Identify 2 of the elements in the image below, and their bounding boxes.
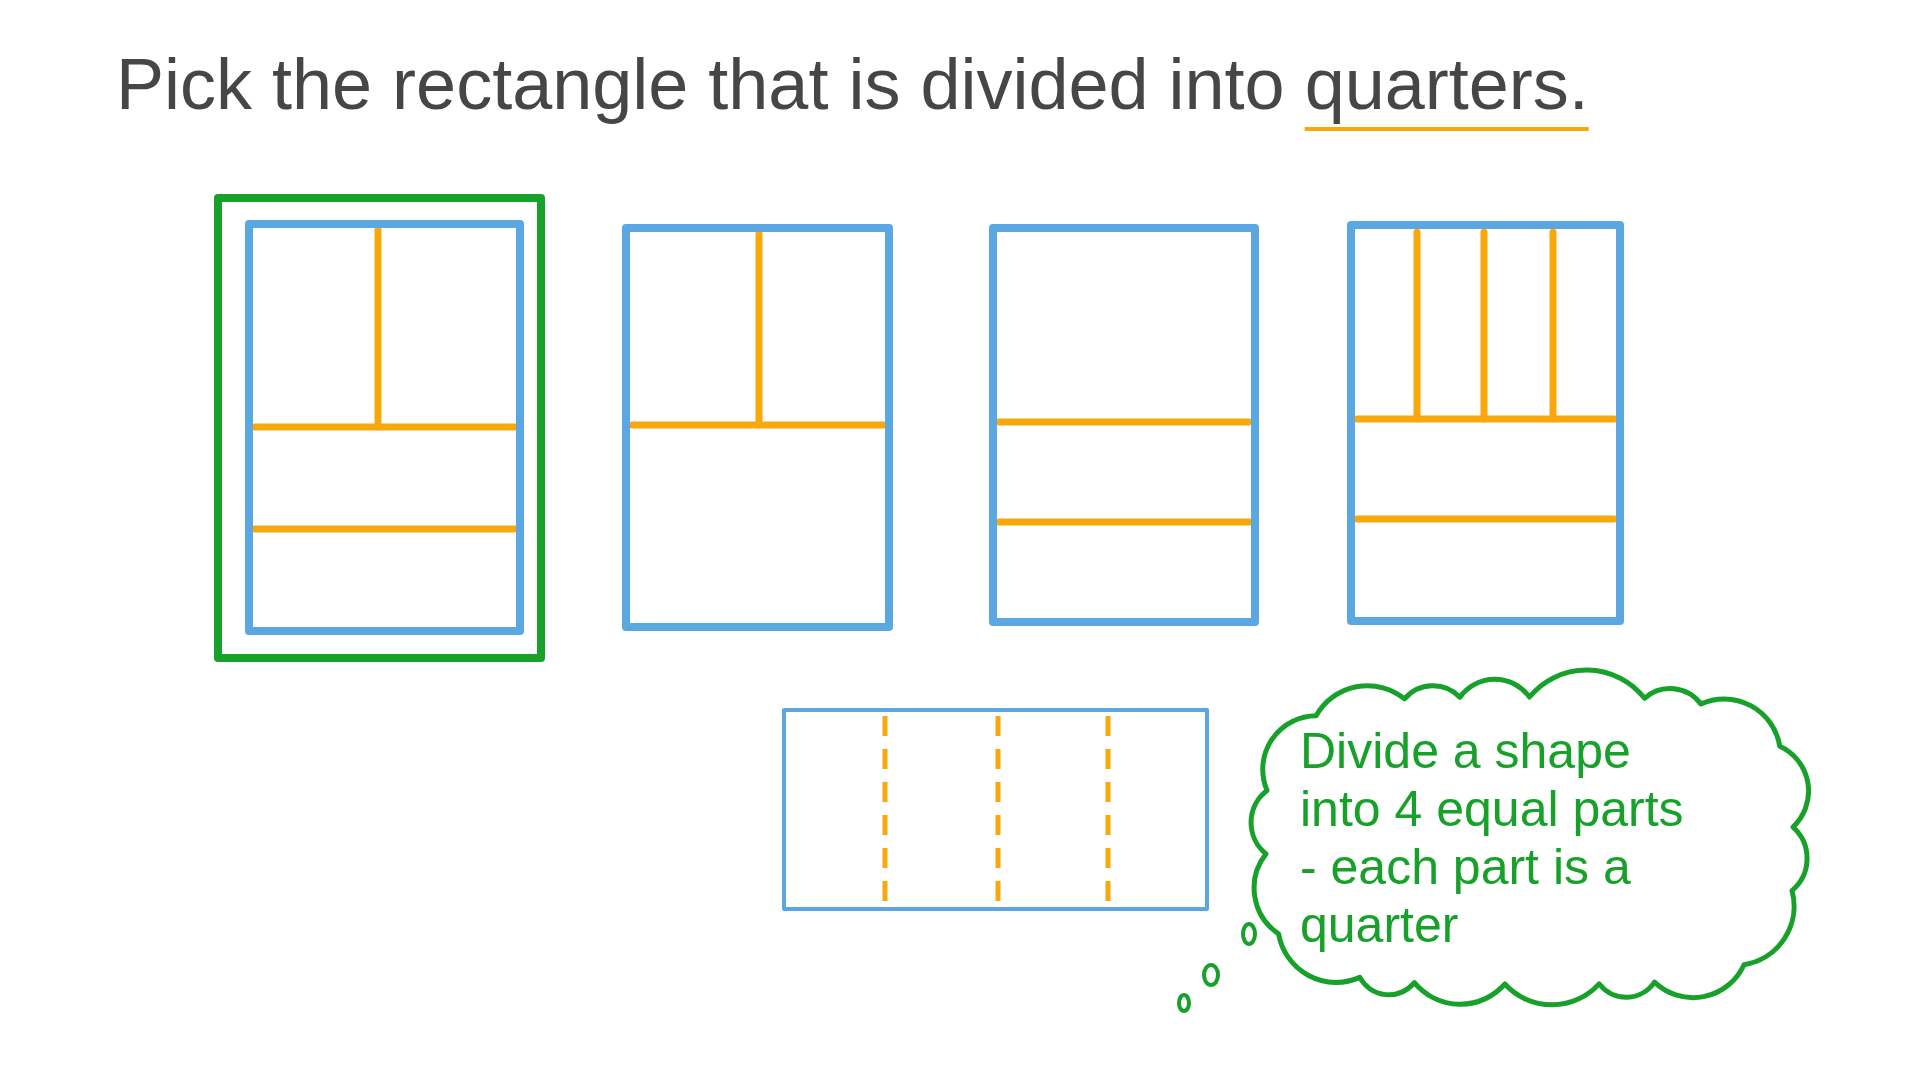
title-text: Pick the rectangle that is divided into quarters.	[116, 43, 1589, 126]
cloud-text: Divide a shape into 4 equal parts - each part is a quarter	[1300, 722, 1685, 954]
